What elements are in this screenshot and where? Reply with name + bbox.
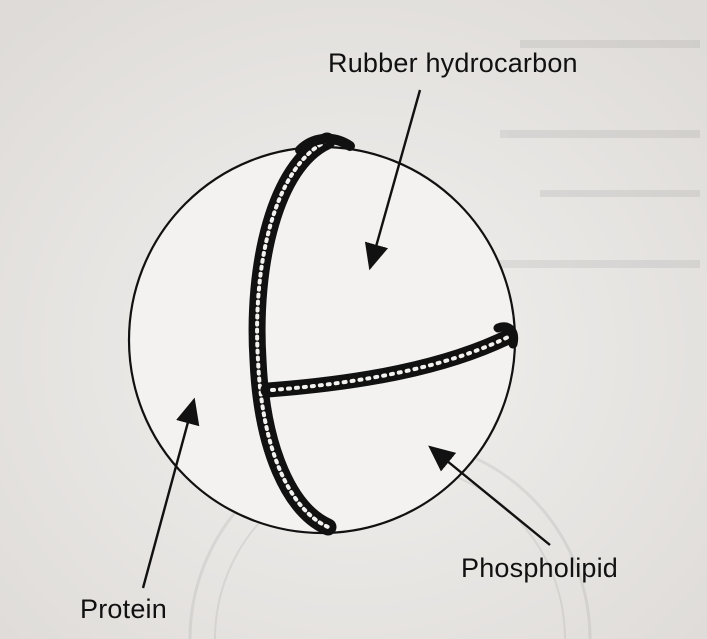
label-rubber-hydrocarbon: Rubber hydrocarbon	[328, 48, 578, 79]
particle-sphere	[129, 147, 515, 533]
label-protein: Protein	[80, 594, 167, 625]
label-phospholipid: Phospholipid	[461, 553, 618, 584]
